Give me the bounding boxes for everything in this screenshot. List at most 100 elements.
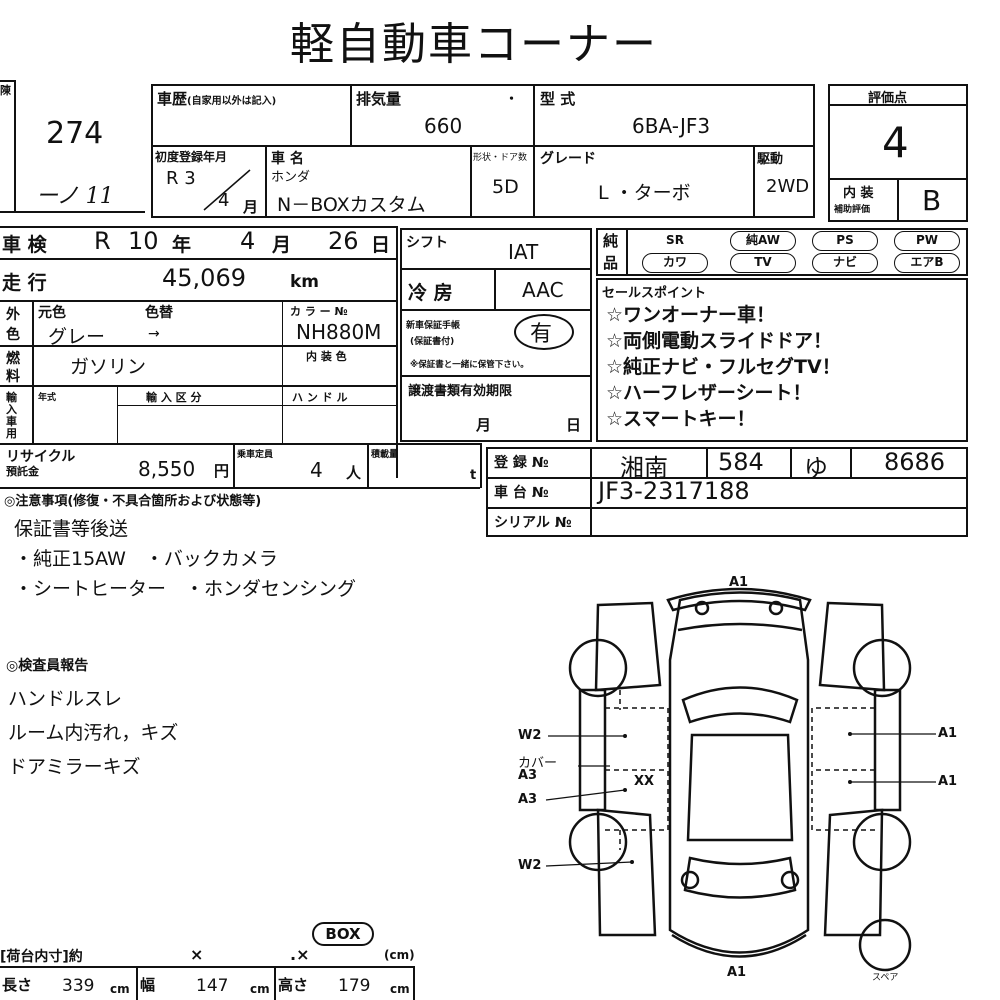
mark-left-cover: カバー <box>518 756 558 771</box>
body-doors-label: 形状・ドア数 <box>473 153 528 163</box>
left-box-bottom <box>0 211 145 213</box>
transfer-label: 譲渡書類有効期限 <box>408 384 513 399</box>
load-div <box>367 443 369 488</box>
registration-label: 登 録 № <box>494 455 549 471</box>
left-box-border <box>14 80 16 212</box>
spare-tire <box>858 918 912 972</box>
inspection-day-unit: 日 <box>371 234 391 256</box>
displacement-value: 660 <box>424 114 463 138</box>
load-unit: t <box>470 468 477 483</box>
color-change-label: 色替 <box>145 305 173 321</box>
reg-area: 湘南 <box>620 454 668 482</box>
top-info-midline <box>151 145 815 147</box>
load-right <box>480 443 482 488</box>
recycle-label-2: 預託金 <box>6 465 39 478</box>
color-arrow: → <box>148 326 160 342</box>
transfer-day: 日 <box>566 416 582 434</box>
sales-point-1: ☆ワンオーナー車！ <box>606 304 776 326</box>
history-label: 車歴(自家用以外は記入) <box>157 90 277 108</box>
drive-label: 駆動 <box>757 152 784 167</box>
equipment-div <box>626 228 628 276</box>
mileage-label: 走 行 <box>2 272 47 294</box>
right-rear-panel <box>823 808 884 937</box>
lm-line-4 <box>0 385 397 387</box>
mark-rear: A1 <box>727 965 747 980</box>
wheel-rear-right <box>852 812 912 872</box>
inspector-line-1: ハンドルスレ <box>8 688 123 710</box>
top-div-2 <box>533 84 535 218</box>
lm-line-3 <box>0 345 397 347</box>
cargo-width-label: 幅 <box>140 976 156 994</box>
inspection-label: 車 検 <box>2 234 47 256</box>
score-box-line-1 <box>828 104 968 106</box>
shift-label: シフト <box>406 235 448 251</box>
equip-ps: PS <box>812 231 878 251</box>
load-top <box>396 443 481 445</box>
cargo-width: 147 <box>196 976 229 996</box>
right-side-panel <box>873 688 902 812</box>
displacement-dot: ・ <box>505 92 519 107</box>
lm-right <box>396 226 398 478</box>
import-subline <box>117 405 397 406</box>
manual-value: 有 <box>530 322 553 347</box>
first-reg-month-unit: 月 <box>243 198 259 216</box>
wheel-front-right <box>852 638 912 698</box>
lm-line-1 <box>0 258 397 260</box>
rear-bumper <box>671 933 807 958</box>
color-side-1: 外 <box>6 307 20 323</box>
color-orig-value: グレー <box>48 326 106 348</box>
inspection-day: 26 <box>328 227 359 255</box>
notes-line-3: ・シートヒーター ・ホンダセンシング <box>14 578 357 600</box>
rear-window <box>683 856 797 899</box>
model-label: 型 式 <box>540 90 576 108</box>
hood-line <box>677 622 803 632</box>
car-name-label: 車 名 <box>271 151 304 167</box>
lm-top <box>0 226 397 228</box>
color-code-value: NH880M <box>296 320 382 344</box>
inspector-header: ◎検査員報告 <box>6 658 89 674</box>
wheel-front-left <box>568 638 628 698</box>
interior-label2: 補助評価 <box>834 205 871 215</box>
cargo-unit: (cm) <box>384 948 415 962</box>
mileage-value: 45,069 <box>162 264 246 292</box>
cargo-top <box>0 966 414 968</box>
equipment-label-top: 純 <box>603 232 619 250</box>
reg-line-2 <box>486 507 968 509</box>
mark-spare: スペア <box>872 973 899 983</box>
body-doors-value: 5D <box>492 176 519 198</box>
roof <box>686 733 794 842</box>
reg-line-1 <box>486 477 968 479</box>
cargo-length-unit: cm <box>110 982 130 996</box>
leader-w2-bottom <box>545 861 633 867</box>
equip-leather: カワ <box>642 253 708 273</box>
color-side-2: 色 <box>6 327 20 343</box>
front-sensor-1 <box>694 600 710 616</box>
right-doors-dashed <box>811 707 875 831</box>
top-div-5 <box>753 145 755 218</box>
equip-tv: TV <box>730 253 796 273</box>
interior-value: B <box>922 184 942 217</box>
reg-kana: ゆ <box>804 454 828 482</box>
first-reg-month: 4 <box>218 190 230 211</box>
reg-class: 584 <box>718 448 764 476</box>
mid-line-2 <box>400 309 592 311</box>
mid-line-3 <box>400 375 592 377</box>
mark-left-w2-top: W2 <box>518 728 542 743</box>
cargo-width-unit: cm <box>250 982 270 996</box>
model-value: 6BA-JF3 <box>632 114 711 138</box>
import-class-label: 輸 入 区 分 <box>146 391 202 404</box>
top-div-1 <box>350 84 352 146</box>
inspector-line-3: ドアミラーキズ <box>8 756 141 778</box>
capacity-value: 4 <box>310 458 323 482</box>
cargo-height-unit: cm <box>390 982 410 996</box>
capacity-unit: 人 <box>346 464 362 482</box>
inspection-month: 4 <box>240 227 256 255</box>
lm-line-5 <box>0 443 397 445</box>
displacement-label: 排気量 <box>356 90 402 108</box>
cargo-div-1 <box>136 966 138 1000</box>
first-reg-year: R 3 <box>166 168 196 189</box>
cargo-length: 339 <box>62 976 95 996</box>
reg-div-2 <box>790 447 792 478</box>
chassis-value: JF3-2317188 <box>598 477 750 505</box>
